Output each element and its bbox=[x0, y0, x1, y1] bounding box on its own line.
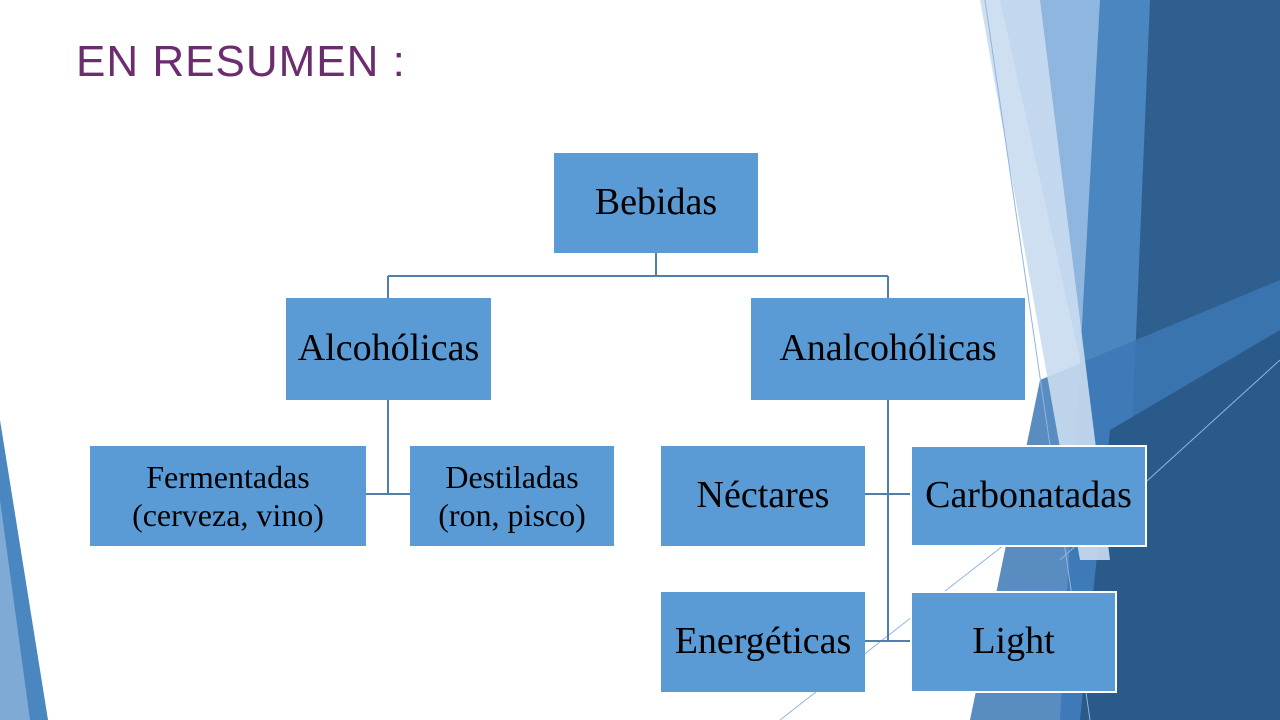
node-carbonatadas: Carbonatadas bbox=[910, 445, 1147, 547]
slide-title: EN RESUMEN : bbox=[76, 37, 406, 86]
deco-left-strip-light bbox=[0, 500, 30, 720]
deco-highlight-strip bbox=[980, 0, 1110, 560]
deco-lower-dark-panel bbox=[1080, 330, 1280, 720]
node-nectares: Néctares bbox=[661, 446, 865, 546]
node-alcoholicas: Alcohólicas bbox=[286, 298, 491, 400]
node-light: Light bbox=[910, 591, 1117, 693]
node-analcoholicas: Analcohólicas bbox=[751, 298, 1025, 400]
node-destiladas: Destiladas (ron, pisco) bbox=[410, 446, 614, 546]
node-fermentadas: Fermentadas (cerveza, vino) bbox=[90, 446, 366, 546]
node-bebidas: Bebidas bbox=[554, 153, 758, 253]
node-energeticas: Energéticas bbox=[661, 592, 865, 692]
